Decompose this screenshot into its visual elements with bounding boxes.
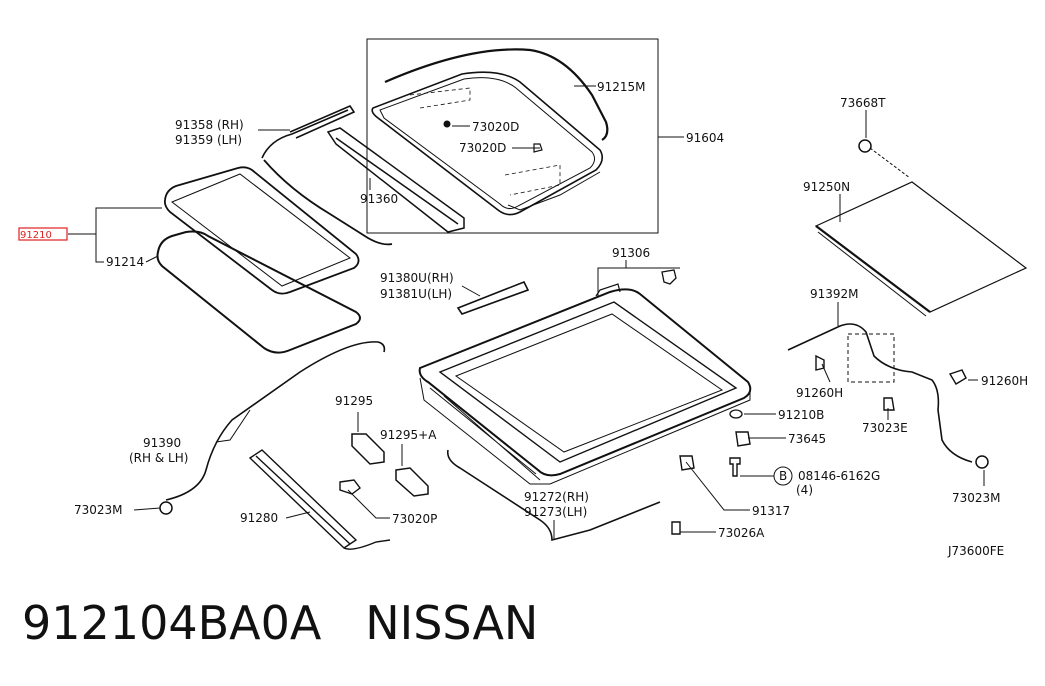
bolt-73026A [671, 521, 681, 535]
frame-91306-drawing [418, 283, 752, 485]
label-91260H-b: 91260H [981, 374, 1028, 388]
label-73023E: 73023E [862, 421, 908, 435]
glass-panel-drawing [371, 48, 609, 216]
label-08146: 08146-6162G [798, 469, 880, 483]
seal-91214 [156, 230, 361, 354]
label-91390: 91390 [143, 436, 181, 450]
label-08146-qty: (4) [796, 483, 813, 497]
cable-91390 [165, 341, 386, 501]
highlight-box [18, 227, 68, 241]
motor-91295 [351, 433, 385, 465]
shade-91250N-drawing [814, 181, 1028, 317]
label-91380U: 91380U(RH) [380, 271, 454, 285]
label-91272: 91272(RH) [524, 490, 589, 504]
dash-box [847, 333, 895, 383]
clip-91260H-a [815, 354, 825, 371]
glass-91210-drawing [163, 166, 360, 295]
label-91306: 91306 [612, 246, 650, 260]
leader-lines [68, 85, 985, 540]
label-73023M-a: 73023M [74, 503, 123, 517]
drain-hose-91392M [787, 323, 973, 463]
label-91381U: 91381U(LH) [380, 287, 452, 301]
label-91215M: 91215M [597, 80, 646, 94]
diagram-code: J73600FE [947, 544, 1004, 558]
motor-91295A [395, 467, 429, 497]
label-91214: 91214 [106, 255, 144, 269]
label-91360: 91360 [360, 192, 398, 206]
label-91295A: 91295+A [380, 428, 437, 442]
footer-caption: 912104BA0A NISSAN [22, 596, 538, 650]
label-73026A: 73026A [718, 526, 765, 540]
label-91210: 91210 [20, 230, 52, 241]
part-number: 912104BA0A [22, 596, 322, 650]
label-73020D-a: 73020D [472, 120, 519, 134]
label-91392M: 91392M [810, 287, 859, 301]
bolt-73020P [339, 479, 361, 495]
label-91280: 91280 [240, 511, 278, 525]
guide-91280 [248, 449, 391, 550]
label-91260H-a: 91260H [796, 386, 843, 400]
clip-73020D-b [533, 143, 543, 153]
label-91295: 91295 [335, 394, 373, 408]
bracket-91380U [456, 280, 530, 315]
label-91210B: 91210B [778, 408, 824, 422]
clip-73645 [735, 431, 751, 447]
clip-91306 [661, 269, 677, 285]
label-73645: 73645 [788, 432, 826, 446]
label-91604: 91604 [686, 131, 724, 145]
label-91250N: 91250N [803, 180, 850, 194]
bracket-91317 [679, 455, 695, 471]
deflector-91358 [263, 159, 393, 246]
drain-hose-91272 [446, 449, 661, 542]
label-73023M-b: 73023M [952, 491, 1001, 505]
clip-73023E [883, 397, 895, 411]
clip-91260H-b [948, 369, 967, 385]
label-73668T: 73668T [840, 96, 886, 110]
assembly-box-91604 [366, 38, 659, 234]
grommet-73023M-b [975, 455, 989, 469]
rail-91358 [261, 105, 356, 159]
bolt-73020D-a [443, 120, 451, 128]
bolt-08146 [729, 457, 741, 477]
label-91317: 91317 [752, 504, 790, 518]
b-mark-letter: B [779, 469, 787, 483]
label-91273: 91273(LH) [524, 505, 587, 519]
clip-91210B [729, 409, 743, 419]
brand-name: NISSAN [365, 596, 539, 650]
label-73020D-b: 73020D [459, 141, 506, 155]
label-91390-side: (RH & LH) [129, 451, 188, 465]
label-91358: 91358 (RH) [175, 118, 244, 132]
grommet-73023M-a [159, 501, 173, 515]
rail-91360 [326, 127, 465, 233]
clip-73668T [858, 139, 872, 153]
label-91359: 91359 (LH) [175, 133, 242, 147]
label-73020P: 73020P [392, 512, 437, 526]
